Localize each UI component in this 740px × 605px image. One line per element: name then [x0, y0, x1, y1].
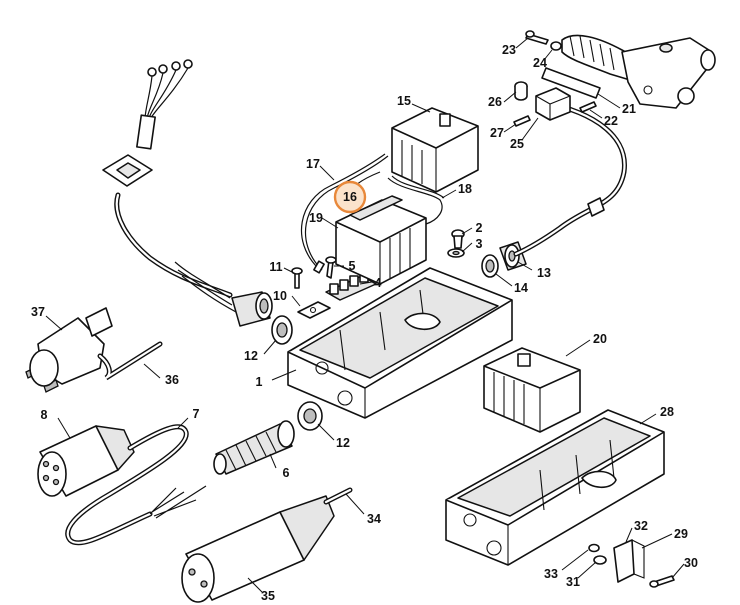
plug-35	[181, 495, 335, 603]
callout-24[interactable]: 24	[533, 56, 547, 70]
callout-3[interactable]: 3	[476, 237, 483, 251]
cable-gland-6	[213, 420, 295, 475]
callout-4[interactable]: 4	[375, 276, 382, 290]
highlight-callout-ring	[333, 180, 367, 214]
screw-30	[649, 575, 675, 588]
callout-labels: 1 2 3 4 5 6 7 8 10 11 12 12 13 14 15 16 …	[31, 43, 698, 603]
plate-21	[541, 67, 601, 99]
callout-18[interactable]: 18	[458, 182, 472, 196]
callout-14[interactable]: 14	[514, 281, 528, 295]
nut-12-upper	[271, 315, 293, 345]
pump-unloader-valve	[561, 34, 716, 109]
cable-gland-left	[231, 291, 273, 327]
cable-left-to-box	[114, 192, 237, 313]
callout-21[interactable]: 21	[622, 102, 636, 116]
callout-10[interactable]: 10	[273, 289, 287, 303]
washer-24	[550, 41, 562, 51]
wire-17	[301, 153, 389, 274]
callout-32[interactable]: 32	[634, 519, 648, 533]
callout-28[interactable]: 28	[660, 405, 674, 419]
bushing-26	[514, 81, 528, 101]
callout-23[interactable]: 23	[502, 43, 516, 57]
callout-13[interactable]: 13	[537, 266, 551, 280]
callout-34[interactable]: 34	[367, 512, 381, 526]
callout-16[interactable]: 16	[343, 190, 357, 204]
screw-5	[325, 256, 337, 279]
cable-gland-13	[499, 241, 527, 271]
screw-22	[579, 101, 597, 113]
contactor-20	[483, 347, 581, 433]
callout-19[interactable]: 19	[309, 211, 323, 225]
screw-27	[513, 115, 531, 127]
screw-23	[525, 30, 549, 45]
callout-22[interactable]: 22	[604, 114, 618, 128]
nut-12-lower	[297, 401, 323, 431]
callout-17[interactable]: 17	[306, 157, 320, 171]
callout-37[interactable]: 37	[31, 305, 45, 319]
plug-37	[25, 307, 113, 393]
callout-33[interactable]: 33	[544, 567, 558, 581]
screw-2	[451, 229, 465, 249]
contactor-19	[335, 195, 427, 285]
washer-plate-10	[297, 301, 331, 319]
wire-18	[387, 175, 445, 225]
callout-31[interactable]: 31	[566, 575, 580, 589]
callout-2[interactable]: 2	[476, 221, 483, 235]
callout-5[interactable]: 5	[349, 259, 356, 273]
washer-33	[588, 543, 600, 553]
screw-11	[291, 267, 303, 289]
switch-box-housing	[287, 267, 513, 419]
callout-25[interactable]: 25	[510, 137, 524, 151]
callout-35[interactable]: 35	[261, 589, 275, 603]
callout-12-lower[interactable]: 12	[336, 436, 350, 450]
cable-34	[323, 487, 353, 505]
callout-36[interactable]: 36	[165, 373, 179, 387]
washer-31	[593, 555, 607, 565]
washer-3	[447, 248, 465, 258]
switch-box-28	[445, 409, 665, 566]
callout-30[interactable]: 30	[684, 556, 698, 570]
nut-14	[481, 254, 499, 278]
callout-29[interactable]: 29	[674, 527, 688, 541]
connector-8	[37, 425, 135, 497]
cable-7	[65, 424, 207, 546]
callout-6[interactable]: 6	[283, 466, 290, 480]
callout-8[interactable]: 8	[41, 408, 48, 422]
highlight-callout-fill	[335, 182, 365, 212]
callout-27[interactable]: 27	[490, 126, 504, 140]
callout-1[interactable]: 1	[256, 375, 263, 389]
pressure-switch-25	[535, 87, 571, 121]
pressure-switch-cable	[513, 99, 627, 257]
callout-20[interactable]: 20	[593, 332, 607, 346]
callout-12-upper[interactable]: 12	[244, 349, 258, 363]
callout-11[interactable]: 11	[269, 260, 282, 274]
callout-26[interactable]: 26	[488, 95, 502, 109]
cable-grommet-plate	[102, 154, 153, 187]
leader-lines	[45, 37, 685, 593]
wire-bundle-top	[136, 59, 193, 150]
callout-15[interactable]: 15	[397, 94, 411, 108]
bracket-32	[613, 539, 645, 583]
callout-7[interactable]: 7	[193, 407, 200, 421]
cable-36	[97, 341, 163, 381]
contactor-15	[391, 107, 479, 193]
